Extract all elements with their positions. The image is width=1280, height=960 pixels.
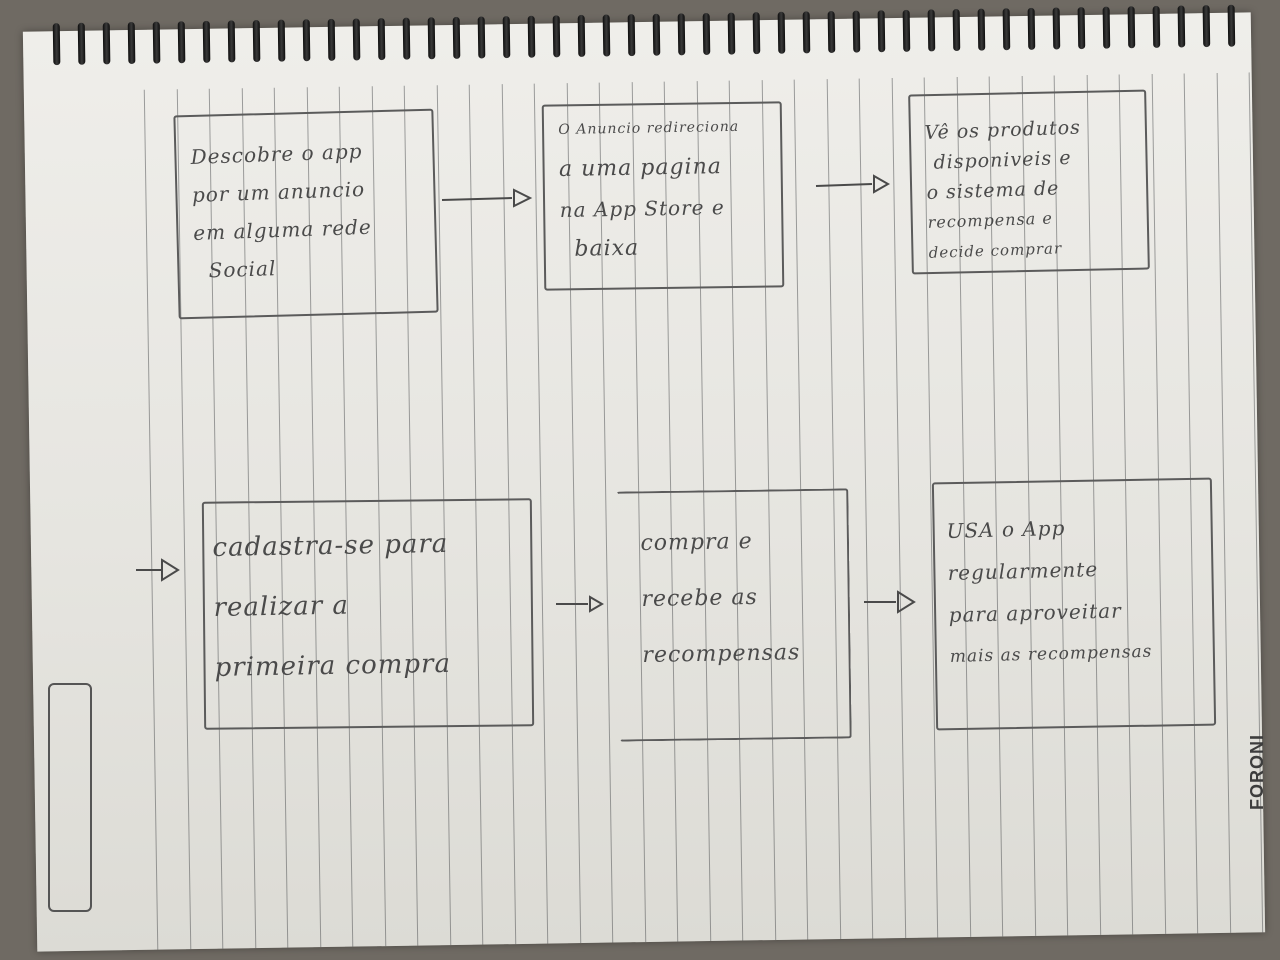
spiral-ring: [502, 16, 511, 59]
step-1-text: Descobre o app por um anuncio em alguma …: [190, 132, 374, 290]
spiral-ring: [702, 12, 711, 56]
spiral-ring: [127, 21, 136, 65]
arrow-into-4: [136, 558, 180, 582]
spiral-ring: [652, 13, 661, 56]
spiral-ring: [777, 11, 786, 54]
ruled-line: [1216, 72, 1231, 933]
ruled-line: [858, 78, 874, 939]
spiral-ring: [352, 18, 361, 61]
step-6-line: mais as recompensas: [949, 641, 1153, 667]
spiral-ring: [1177, 5, 1186, 48]
spiral-ring: [177, 21, 186, 64]
step-1-line: Social: [208, 256, 277, 283]
spiral-ring: [1002, 8, 1011, 51]
spiral-ring: [452, 16, 461, 59]
ruled-line: [891, 78, 906, 938]
step-3-text: Vê os produtos disponiveis e o sistema d…: [924, 113, 1086, 268]
spiral-ring: [802, 11, 811, 54]
spiral-ring: [977, 8, 986, 51]
arrow-4-to-5: [556, 595, 604, 613]
arrow-2-to-3: [815, 174, 890, 194]
step-2-line: na App Store e: [559, 195, 725, 222]
step-4-text: cadastra-se para realizar a primeira com…: [212, 514, 451, 698]
spiral-ring: [1127, 6, 1136, 49]
spiral-ring: [1027, 7, 1036, 50]
spiral-ring: [402, 17, 411, 60]
step-4-line: realizar a: [213, 590, 350, 623]
spiral-ring: [827, 10, 836, 54]
page-index-box: [48, 683, 92, 912]
spiral-ring: [677, 13, 686, 56]
spiral-ring: [1227, 4, 1236, 47]
spiral-ring: [577, 14, 586, 57]
step-2-line: baixa: [574, 235, 640, 262]
arrow-5-to-6: [864, 590, 916, 614]
spiral-ring: [152, 21, 161, 64]
spiral-ring: [1102, 6, 1111, 49]
step-2-line: a uma pagina: [558, 154, 723, 182]
step-1-line: por um anuncio: [191, 176, 366, 207]
spiral-ring: [952, 8, 961, 52]
spiral-ring: [727, 12, 736, 55]
spiral-ring: [1202, 5, 1211, 48]
step-3-line: decide comprar: [928, 239, 1063, 262]
spiral-ring: [77, 22, 86, 65]
spiral-ring: [1152, 5, 1161, 48]
step-1-line: Descobre o app: [190, 138, 363, 169]
spiral-ring: [302, 19, 311, 62]
spiral-ring: [327, 18, 336, 61]
step-6-line: para aproveitar: [948, 598, 1122, 627]
spiral-ring: [102, 22, 111, 65]
step-1-line: em alguma rede: [192, 214, 373, 245]
spiral-ring: [602, 14, 611, 57]
spiral-ring: [752, 12, 761, 55]
step-4-line: cadastra-se para: [212, 528, 449, 563]
step-5-line: compra e: [640, 529, 753, 556]
spiral-ring: [52, 23, 61, 66]
spiral-ring: [852, 10, 861, 53]
step-4-line: primeira compra: [214, 648, 452, 683]
step-2-line: O Anuncio redireciona: [558, 118, 740, 138]
step-5-text: compra e recebe as recompensas: [640, 513, 801, 684]
step-6-line: regularmente: [947, 557, 1099, 585]
spiral-ring: [627, 14, 636, 57]
step-3-line: disponiveis e: [933, 146, 1072, 174]
ruled-line: [143, 89, 159, 950]
spiral-ring: [227, 20, 236, 63]
spiral-ring: [477, 16, 486, 59]
spiral-ring: [877, 10, 886, 53]
spiral-ring: [1052, 7, 1061, 50]
spiral-ring: [552, 15, 561, 58]
spiral-ring: [377, 18, 386, 61]
spiral-ring: [252, 19, 261, 63]
notebook-brand-logo: FORONI: [1247, 734, 1267, 810]
spiral-ring: [427, 17, 436, 60]
step-6-text: USA o App regularmente para aproveitar m…: [946, 505, 1153, 678]
step-5-line: recompensas: [642, 640, 801, 668]
step-5-line: recebe as: [641, 584, 759, 612]
spiral-ring: [1077, 7, 1086, 50]
step-2-text: O Anuncio redireciona a uma pagina na Ap…: [558, 107, 742, 270]
spiral-ring: [902, 9, 911, 52]
spiral-ring: [202, 20, 211, 63]
spiral-ring: [527, 15, 536, 58]
spiral-ring: [927, 9, 936, 52]
spiral-ring: [277, 19, 286, 62]
arrow-1-to-2: [441, 188, 533, 208]
step-6-line: USA o App: [946, 515, 1066, 543]
